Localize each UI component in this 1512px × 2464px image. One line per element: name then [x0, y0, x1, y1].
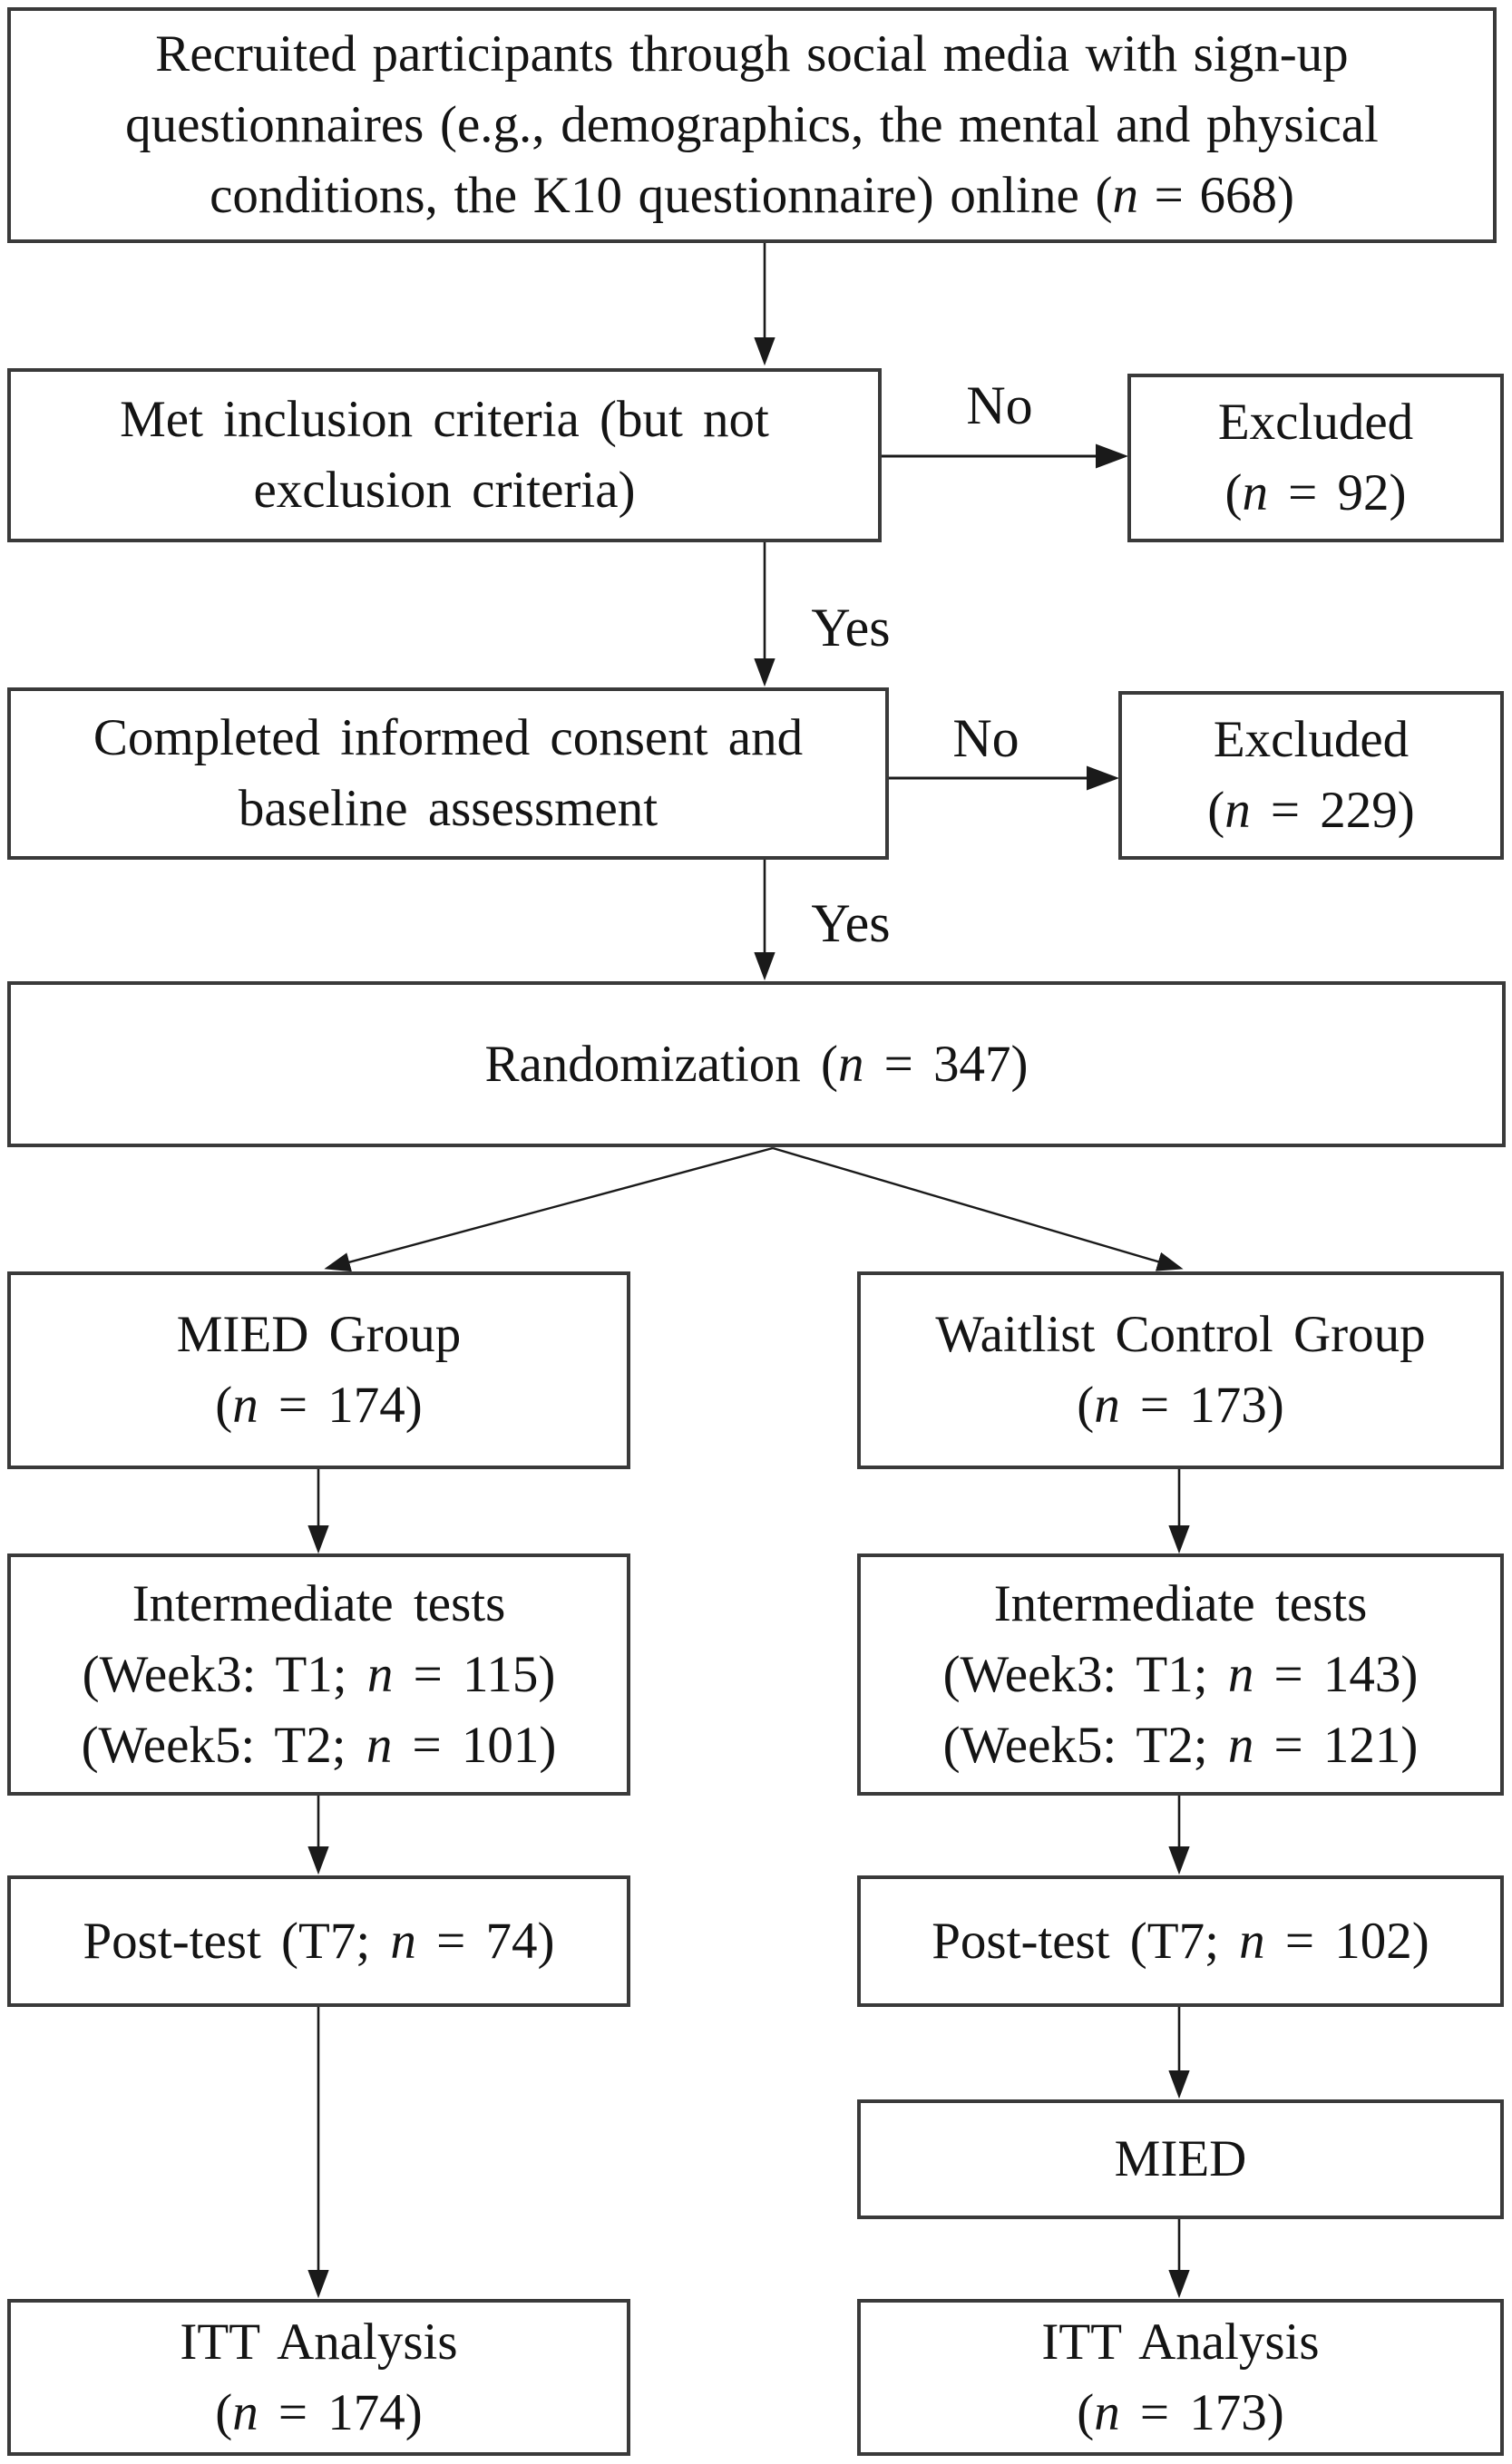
- box-itt-mied: ITT Analysis (n = 174): [7, 2299, 630, 2456]
- arrow-randomization-to-waitlist-group: [772, 1146, 1184, 1271]
- box-recruited-line: Recruited participants through social me…: [155, 25, 1349, 83]
- box-intermediate-mied-line: (Week5: T2; n = 101): [81, 1716, 557, 1774]
- box-itt-waitlist: ITT Analysis (n = 173): [857, 2299, 1504, 2456]
- box-randomization-line: Randomization (n = 347): [484, 1035, 1029, 1093]
- edge-label-no-screening: No: [966, 375, 1033, 435]
- box-inclusion-line: Met inclusion criteria (but not: [120, 391, 769, 448]
- box-inclusion-criteria: Met inclusion criteria (but not exclusio…: [7, 368, 882, 542]
- box-mied-intervention: MIED: [857, 2099, 1504, 2219]
- box-consent-line: Completed informed consent and: [93, 709, 804, 766]
- box-mied-intervention-line: MIED: [1114, 2130, 1247, 2187]
- box-mied-group-line: MIED Group: [176, 1306, 462, 1363]
- box-inclusion-line: exclusion criteria): [253, 462, 636, 519]
- edge-label-yes-baseline: Yes: [811, 893, 891, 953]
- box-intermediate-mied-line: (Week3: T1; n = 115): [82, 1645, 556, 1703]
- box-posttest-waitlist-line: Post-test (T7; n = 102): [932, 1912, 1429, 1970]
- box-intermediate-mied-line: Intermediate tests: [132, 1574, 506, 1632]
- box-intermediate-waitlist-line: Intermediate tests: [993, 1574, 1368, 1632]
- box-excluded-baseline: Excluded (n = 229): [1118, 691, 1504, 860]
- box-waitlist-group-line: (n = 173): [1077, 1377, 1284, 1434]
- box-excluded-baseline-line: Excluded: [1213, 711, 1410, 768]
- box-itt-mied-line: ITT Analysis: [180, 2313, 458, 2371]
- box-intermediate-waitlist: Intermediate tests (Week3: T1; n = 143) …: [857, 1553, 1504, 1796]
- box-recruited-line: conditions, the K10 questionnaire) onlin…: [210, 167, 1294, 224]
- box-itt-waitlist-line: ITT Analysis: [1041, 2313, 1320, 2371]
- box-waitlist-group: Waitlist Control Group (n = 173): [857, 1271, 1504, 1469]
- box-posttest-mied: Post-test (T7; n = 74): [7, 1875, 630, 2007]
- box-recruited: Recruited participants through social me…: [7, 7, 1497, 243]
- box-posttest-mied-line: Post-test (T7; n = 74): [83, 1912, 555, 1970]
- edge-label-no-baseline: No: [952, 708, 1019, 768]
- box-itt-waitlist-line: (n = 173): [1077, 2383, 1284, 2441]
- box-intermediate-waitlist-line: (Week5: T2; n = 121): [942, 1716, 1419, 1774]
- box-consent-baseline: Completed informed consent and baseline …: [7, 687, 889, 860]
- box-mied-group: MIED Group (n = 174): [7, 1271, 630, 1469]
- edge-label-yes-screening: Yes: [811, 598, 891, 657]
- box-consent-line: baseline assessment: [238, 780, 658, 837]
- box-recruited-line: questionnaires (e.g., demographics, the …: [125, 96, 1379, 153]
- box-excluded-screening-line: Excluded: [1217, 394, 1414, 451]
- box-mied-group-line: (n = 174): [215, 1377, 423, 1434]
- box-waitlist-group-line: Waitlist Control Group: [935, 1306, 1426, 1363]
- box-excluded-baseline-line: (n = 229): [1207, 782, 1415, 839]
- box-posttest-waitlist: Post-test (T7; n = 102): [857, 1875, 1504, 2007]
- box-itt-mied-line: (n = 174): [215, 2383, 423, 2441]
- box-randomization: Randomization (n = 347): [7, 981, 1506, 1147]
- box-intermediate-waitlist-line: (Week3: T1; n = 143): [942, 1645, 1419, 1703]
- box-excluded-screening: Excluded (n = 92): [1127, 374, 1504, 542]
- box-excluded-screening-line: (n = 92): [1224, 464, 1407, 521]
- box-intermediate-mied: Intermediate tests (Week3: T1; n = 115) …: [7, 1553, 630, 1796]
- arrow-randomization-to-mied-group: [324, 1146, 774, 1272]
